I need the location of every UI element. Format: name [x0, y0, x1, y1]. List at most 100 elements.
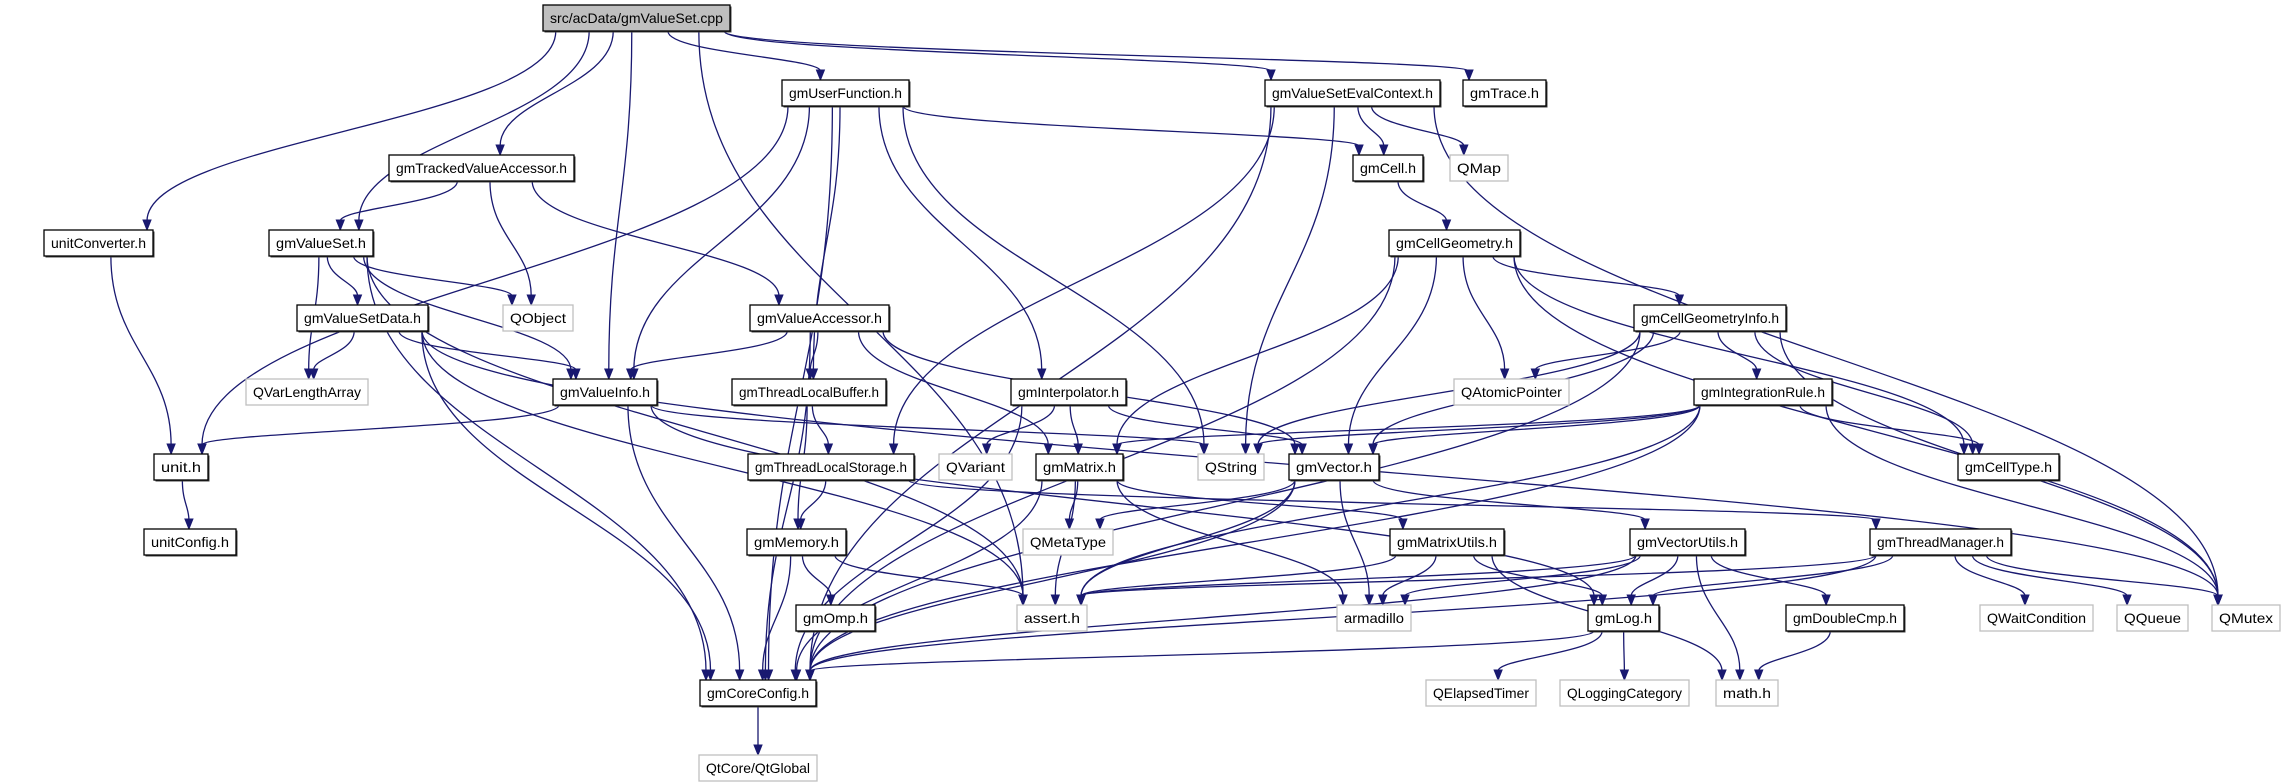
arrowhead-icon: [826, 594, 836, 607]
node-gmCoreConfig[interactable]: gmCoreConfig.h: [699, 679, 818, 708]
node-gmValueInfo[interactable]: gmValueInfo.h: [552, 378, 659, 407]
node-gmOmp[interactable]: gmOmp.h: [795, 604, 877, 633]
edge-gmValueSet-to-assert: [366, 255, 1028, 607]
arrowhead-icon: [308, 368, 319, 381]
node-gmMatrixUtils[interactable]: gmMatrixUtils.h: [1389, 528, 1506, 557]
node-gmCellGeometryInfo[interactable]: gmCellGeometryInfo.h: [1633, 304, 1788, 333]
node-QVariant[interactable]: QVariant: [938, 453, 1013, 481]
edge-line: [421, 330, 1024, 597]
edge-gmThreadManager-to-gmLog: [1648, 554, 1894, 607]
arrowhead-icon: [815, 69, 826, 82]
arrowhead-icon: [2213, 594, 2223, 607]
node-box: [388, 154, 575, 182]
node-QString[interactable]: QString: [1197, 453, 1265, 481]
node-QAtomicPointer[interactable]: QAtomicPointer: [1453, 378, 1570, 406]
node-gmTrace[interactable]: gmTrace.h: [1462, 79, 1548, 108]
node-label: gmCellType.h: [1965, 459, 2052, 475]
node-label: QWaitCondition: [1987, 610, 2086, 626]
edge-line: [857, 330, 1049, 446]
node-QVarLengthArray[interactable]: QVarLengthArray: [245, 378, 369, 406]
edge-line: [1116, 479, 1404, 521]
node-QElapsedTimer[interactable]: QElapsedTimer: [1425, 679, 1537, 707]
node-gmInterpolator[interactable]: gmInterpolator.h: [1010, 378, 1128, 407]
node-gmValueSet[interactable]: gmValueSet.h: [268, 229, 375, 258]
edge-gmValueAccessor-to-gmThreadLocalBuffer: [805, 330, 819, 381]
node-root[interactable]: src/acData/gmValueSet.cpp: [542, 4, 732, 33]
edge-line: [110, 255, 172, 446]
node-armadillo[interactable]: armadillo: [1336, 604, 1412, 632]
node-gmMatrix[interactable]: gmMatrix.h: [1035, 453, 1125, 482]
edge-gmIntegrationRule-to-gmVector: [1368, 404, 1701, 456]
edge-gmCell-to-gmCellGeometry: [1397, 180, 1452, 232]
arrowhead-icon: [1751, 368, 1762, 381]
edge-line: [1116, 479, 1344, 597]
edge-line: [878, 105, 1043, 371]
node-gmVector[interactable]: gmVector.h: [1288, 453, 1381, 482]
arrowhead-icon: [888, 443, 899, 456]
edge-gmThreadLocalStorage-to-gmMemory: [795, 479, 827, 531]
node-gmThreadLocalBuffer[interactable]: gmThreadLocalBuffer.h: [731, 378, 888, 407]
node-label: gmUserFunction.h: [789, 85, 902, 101]
node-gmDoubleCmp[interactable]: gmDoubleCmp.h: [1785, 604, 1906, 633]
node-gmValueSetEvalContext[interactable]: gmValueSetEvalContext.h: [1264, 79, 1442, 108]
node-box: [153, 453, 209, 481]
node-label: gmValueAccessor.h: [757, 310, 882, 326]
node-gmMemory[interactable]: gmMemory.h: [746, 528, 848, 557]
edge-line: [809, 554, 1637, 672]
node-unitConfig[interactable]: unitConfig.h: [143, 528, 238, 557]
edge-gmValueSet-to-QObject: [352, 255, 517, 307]
node-label: gmMemory.h: [754, 534, 839, 550]
node-gmCellType[interactable]: gmCellType.h: [1957, 453, 2061, 482]
edge-line: [489, 180, 532, 297]
arrowhead-icon: [1398, 518, 1408, 531]
node-unitConverter[interactable]: unitConverter.h: [43, 229, 155, 258]
edge-root-to-gmValueInfo: [604, 30, 633, 381]
edge-gmLog-to-gmCoreConfig: [805, 630, 1595, 682]
node-box: [542, 4, 731, 32]
arrowhead-icon: [1297, 443, 1307, 456]
node-gmTrackedValueAccessor[interactable]: gmTrackedValueAccessor.h: [388, 154, 576, 183]
node-gmValueSetData[interactable]: gmValueSetData.h: [296, 304, 430, 333]
node-label: gmDoubleCmp.h: [1793, 610, 1897, 626]
node-assert[interactable]: assert.h: [1016, 604, 1088, 632]
arrowhead-icon: [1648, 594, 1658, 607]
node-label: gmTrackedValueAccessor.h: [396, 160, 567, 176]
node-gmValueAccessor[interactable]: gmValueAccessor.h: [749, 304, 891, 333]
node-gmUserFunction[interactable]: gmUserFunction.h: [781, 79, 911, 108]
node-QObject[interactable]: QObject: [502, 304, 574, 332]
node-gmThreadManager[interactable]: gmThreadManager.h: [1869, 528, 2013, 557]
arrowhead-icon: [753, 744, 763, 757]
edge-line: [986, 404, 1056, 446]
node-QWaitCondition[interactable]: QWaitCondition: [1979, 604, 2094, 632]
node-label: QMetaType: [1030, 534, 1106, 550]
arrowhead-icon: [1441, 219, 1452, 232]
arrowhead-icon: [2020, 594, 2030, 607]
node-QMetaType[interactable]: QMetaType: [1022, 528, 1114, 556]
edge-line: [398, 330, 577, 371]
edge-gmThreadLocalStorage-to-gmThreadManager: [907, 479, 1881, 531]
edge-gmValueSetEvalContext-to-QMap: [1370, 105, 1469, 157]
edge-gmValueSetEvalContext-to-QMutex: [1433, 105, 2223, 607]
node-QtGlobal[interactable]: QtCore/QtGlobal: [698, 754, 818, 782]
arrowhead-icon: [1073, 443, 1083, 456]
edge-line: [1971, 554, 2128, 597]
node-QQueue[interactable]: QQueue: [2116, 604, 2189, 632]
node-gmCellGeometry[interactable]: gmCellGeometry.h: [1388, 229, 1522, 258]
node-gmIntegrationRule[interactable]: gmIntegrationRule.h: [1693, 378, 1834, 407]
node-gmVectorUtils[interactable]: gmVectorUtils.h: [1629, 528, 1747, 557]
edge-unitConverter-to-unit: [110, 255, 176, 456]
node-unit[interactable]: unit.h: [153, 453, 210, 482]
arrowhead-icon: [1674, 294, 1685, 307]
edge-gmIntegrationRule-to-QString: [1253, 404, 1701, 456]
node-QMutex[interactable]: QMutex: [2211, 604, 2281, 632]
arrowhead-icon: [805, 669, 815, 682]
node-box: [1785, 604, 1905, 632]
node-gmCell[interactable]: gmCell.h: [1352, 154, 1425, 183]
node-QLoggingCategory[interactable]: QLoggingCategory: [1559, 679, 1690, 707]
edge-gmCellGeometryInfo-to-gmCellType: [1754, 330, 1978, 456]
node-math[interactable]: math.h: [1715, 679, 1779, 707]
node-gmLog[interactable]: gmLog.h: [1587, 604, 1661, 633]
node-QMap[interactable]: QMap: [1449, 154, 1509, 182]
edge-line: [1357, 105, 1385, 147]
node-gmThreadLocalStorage[interactable]: gmThreadLocalStorage.h: [747, 453, 916, 482]
